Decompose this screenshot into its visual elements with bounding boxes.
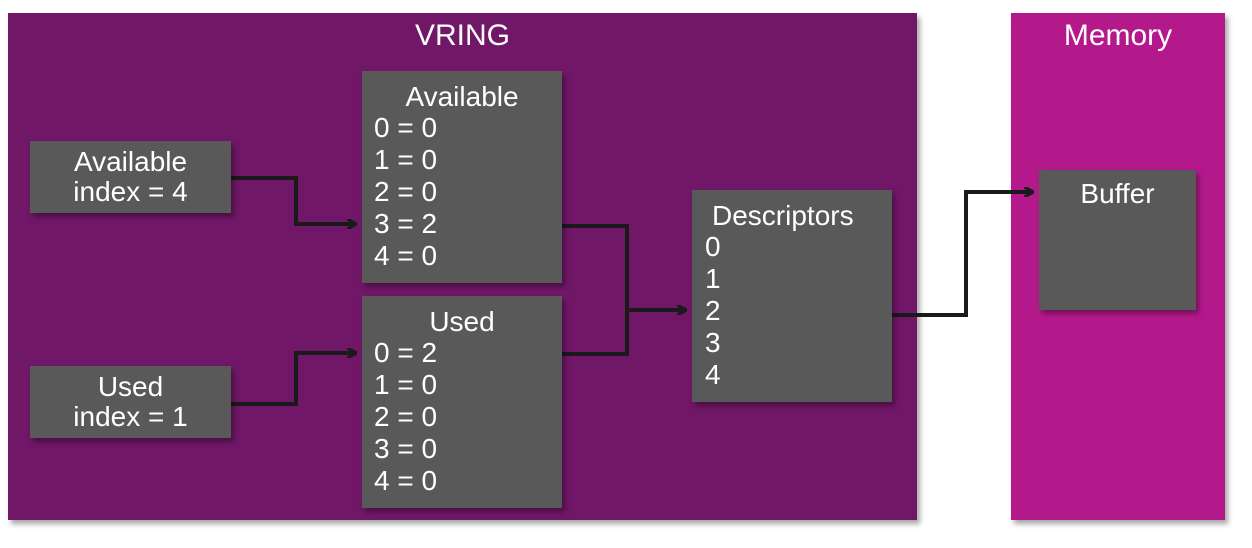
descriptor-entry: 0: [705, 231, 721, 262]
descriptors-title: Descriptors: [712, 200, 854, 231]
available-index-label: Available: [73, 146, 188, 177]
available-ring-entry: 2 = 0: [374, 176, 438, 207]
buffer-title: Buffer: [1080, 178, 1155, 209]
used-ring-entry: 1 = 0: [374, 369, 438, 400]
available-ring-entry: 1 = 0: [374, 144, 438, 175]
vring-title: VRING: [414, 19, 510, 52]
used-index-box: Used index = 1: [30, 366, 231, 438]
descriptor-entry: 4: [705, 359, 721, 390]
memory-title: Memory: [1063, 19, 1173, 52]
used-ring-entry: 4 = 0: [374, 465, 438, 496]
available-ring-box: Available 0 = 0 1 = 0 2 = 0 3 = 2 4 = 0: [362, 71, 562, 283]
descriptor-entry: 2: [705, 295, 721, 326]
descriptors-box: Descriptors 0 1 2 3 4: [692, 190, 892, 402]
buffer-box: Buffer: [1039, 170, 1196, 310]
used-ring-entry: 0 = 2: [374, 337, 438, 368]
used-ring-entry: 3 = 0: [374, 433, 438, 464]
used-ring-box: Used 0 = 2 1 = 0 2 = 0 3 = 0 4 = 0: [362, 296, 562, 508]
available-ring-entry: 0 = 0: [374, 112, 438, 143]
used-index-label: Used: [97, 371, 164, 402]
available-ring-entry: 4 = 0: [374, 240, 438, 271]
used-ring-title: Used: [429, 306, 495, 337]
used-ring-entry: 2 = 0: [374, 401, 438, 432]
available-index-box: Available index = 4: [30, 141, 231, 213]
available-index-value: index = 4: [73, 176, 188, 207]
descriptor-entry: 3: [705, 327, 721, 358]
available-ring-entry: 3 = 2: [374, 208, 438, 239]
descriptor-entry: 1: [705, 263, 721, 294]
available-ring-title: Available: [405, 81, 519, 112]
used-index-value: index = 1: [73, 401, 188, 432]
